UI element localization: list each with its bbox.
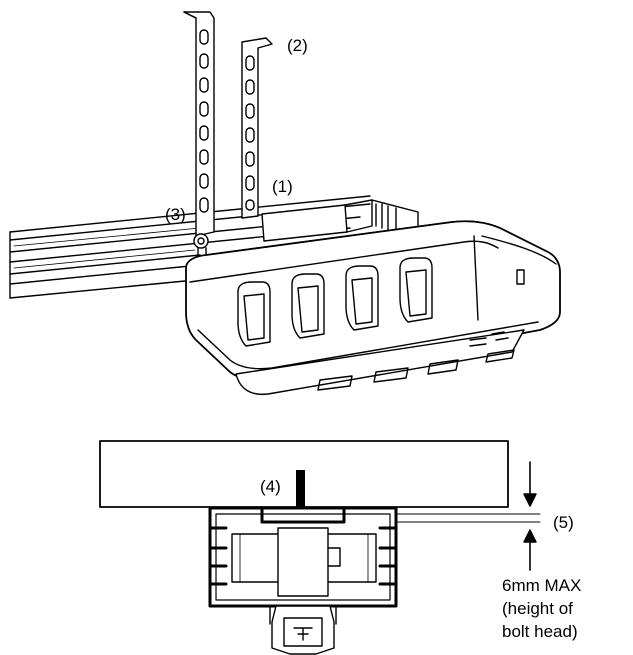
rail-cross-section (208, 506, 398, 608)
gap-note: 6mm MAX (height of bolt head) (502, 574, 581, 643)
gap-note-line-1: 6mm MAX (502, 576, 582, 595)
callout-1: (1) (272, 177, 293, 196)
housing-grips (237, 257, 433, 347)
callout-4: (4) (260, 477, 281, 496)
rail (9, 195, 371, 299)
trolley (269, 605, 337, 655)
hanger-right (241, 37, 273, 219)
rail-bracket (261, 199, 419, 242)
hanger-bolt (193, 233, 209, 257)
callout-5: (5) (553, 513, 574, 532)
callout-3: (3) (165, 205, 186, 224)
hanger-left (183, 11, 215, 237)
gap-note-line-2: (height of (502, 599, 573, 618)
gap-dimension (395, 461, 541, 571)
callout-2: (2) (287, 36, 308, 55)
gap-note-line-3: bolt head) (502, 622, 578, 641)
